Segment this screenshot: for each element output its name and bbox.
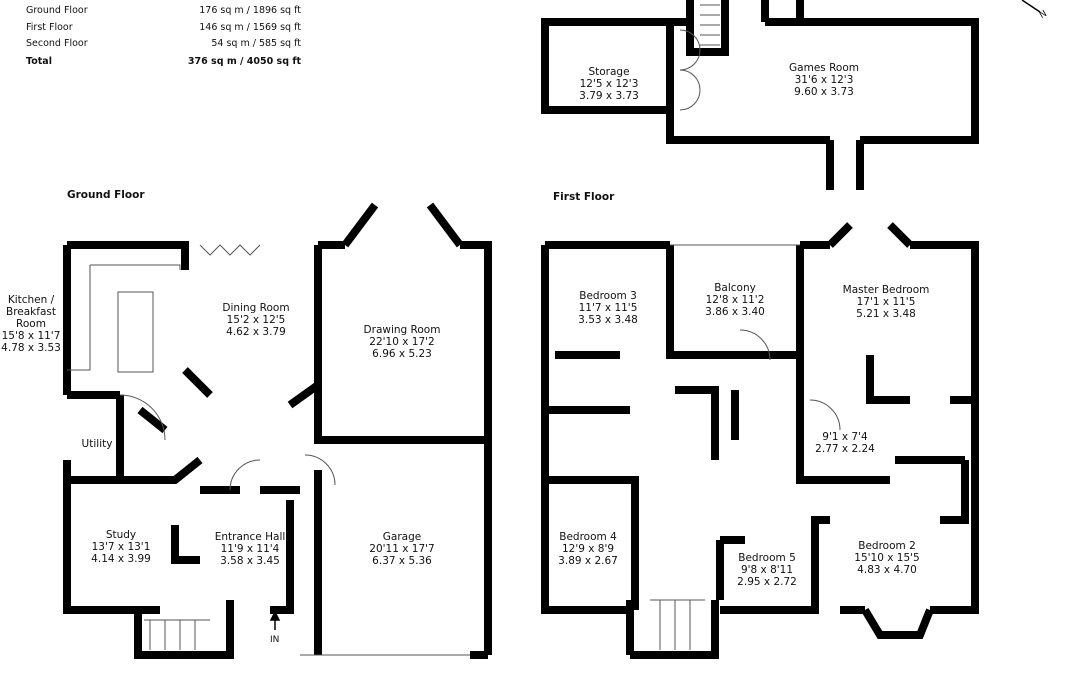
room-label-line: Room	[16, 318, 46, 330]
room-label-line: Storage	[588, 66, 630, 78]
room-label-line: 15'2 x 12'5	[226, 314, 286, 326]
room-label-line: Bedroom 4	[559, 531, 617, 543]
room-label-line: Entrance Hall	[214, 531, 286, 543]
room-label-line: 2.95 x 2.72	[737, 576, 797, 588]
room-label-line: 9.60 x 3.73	[794, 86, 854, 98]
room-label-line: Drawing Room	[363, 324, 441, 336]
ground-floor-walls	[67, 241, 189, 270]
room-label-line: Balcony	[714, 282, 756, 294]
room-label-line: 6.37 x 5.36	[372, 555, 432, 567]
room-label-line: 17'1 x 11'5	[856, 296, 916, 308]
room-label-line: 11'7 x 11'5	[578, 302, 638, 314]
room-label-line: 3.79 x 3.73	[579, 90, 639, 102]
room-label-line: 3.86 x 3.40	[705, 306, 765, 318]
room-label-line: 13'7 x 13'1	[91, 541, 151, 553]
room-label-line: 3.53 x 3.48	[578, 314, 638, 326]
first-floor-title: First Floor	[553, 191, 615, 203]
room-label-line: 12'9 x 8'9	[561, 543, 615, 555]
room-label-line: Breakfast	[6, 306, 56, 318]
room-label-line: 22'10 x 17'2	[369, 336, 435, 348]
room-label-line: 15'8 x 11'7	[1, 330, 61, 342]
room-label-line: 12'5 x 12'3	[579, 78, 639, 90]
room-label-line: 20'11 x 17'7	[369, 543, 435, 555]
room-label-line: 4.83 x 4.70	[857, 564, 917, 576]
room-label-line: Dining Room	[222, 302, 290, 314]
room-label-line: Garage	[382, 531, 422, 543]
room-label-line: 2.77 x 2.24	[815, 443, 875, 455]
first-floor-walls	[545, 241, 979, 614]
room-label-line: Utility	[81, 438, 113, 450]
ground-floor-title: Ground Floor	[67, 189, 145, 201]
room-label-line: Master Bedroom	[842, 284, 930, 296]
room-label-line: Bedroom 2	[858, 540, 916, 552]
room-label-line: 9'8 x 8'11	[740, 564, 794, 576]
entrance-arrow-icon	[269, 610, 281, 630]
compass-icon	[1021, 0, 1041, 13]
room-label-line: 11'9 x 11'4	[220, 543, 280, 555]
room-label-line: Bedroom 5	[738, 552, 796, 564]
room-label-line: Kitchen /	[7, 294, 55, 306]
room-label-line: 4.78 x 3.53	[1, 342, 61, 354]
room-label-line: 3.58 x 3.45	[220, 555, 280, 567]
room-label-line: 5.21 x 3.48	[856, 308, 916, 320]
room-label-line: 12'8 x 11'2	[705, 294, 765, 306]
room-label-line: Study	[105, 529, 137, 541]
entrance-label: IN	[270, 635, 280, 645]
room-label-line: 6.96 x 5.23	[372, 348, 432, 360]
room-label-line: 9'1 x 7'4	[822, 431, 868, 443]
room-utility: Utility	[82, 438, 113, 450]
room-label-line: 3.89 x 2.67	[558, 555, 618, 567]
room-label-line: Bedroom 3	[579, 290, 637, 302]
room-label-line: 4.62 x 3.79	[226, 326, 286, 338]
room-label-line: Games Room	[789, 62, 859, 74]
room-label-line: 31'6 x 12'3	[794, 74, 854, 86]
room-label-line: 4.14 x 3.99	[91, 553, 151, 565]
room-label-line: 15'10 x 15'5	[854, 552, 920, 564]
